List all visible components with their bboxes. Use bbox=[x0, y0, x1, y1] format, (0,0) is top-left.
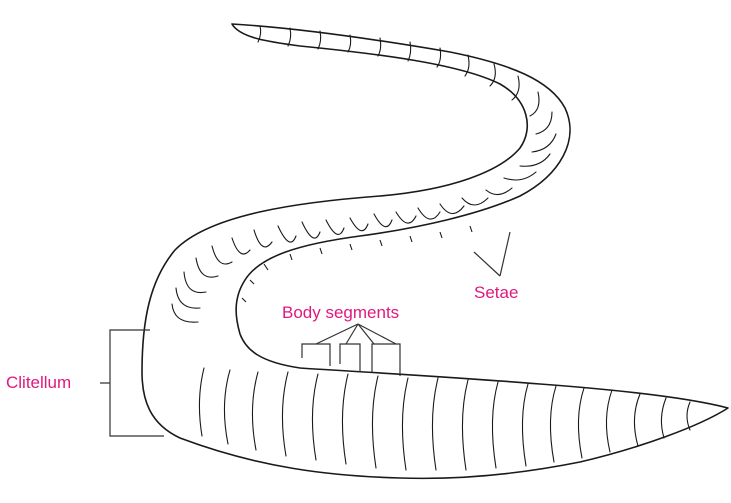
label-clitellum: Clitellum bbox=[6, 373, 71, 392]
label-setae: Setae bbox=[474, 283, 518, 302]
earthworm-body bbox=[142, 24, 728, 478]
label-body-segments: Body segments bbox=[282, 303, 399, 322]
setae-leader bbox=[474, 232, 510, 276]
body-segments-leader bbox=[302, 324, 400, 376]
